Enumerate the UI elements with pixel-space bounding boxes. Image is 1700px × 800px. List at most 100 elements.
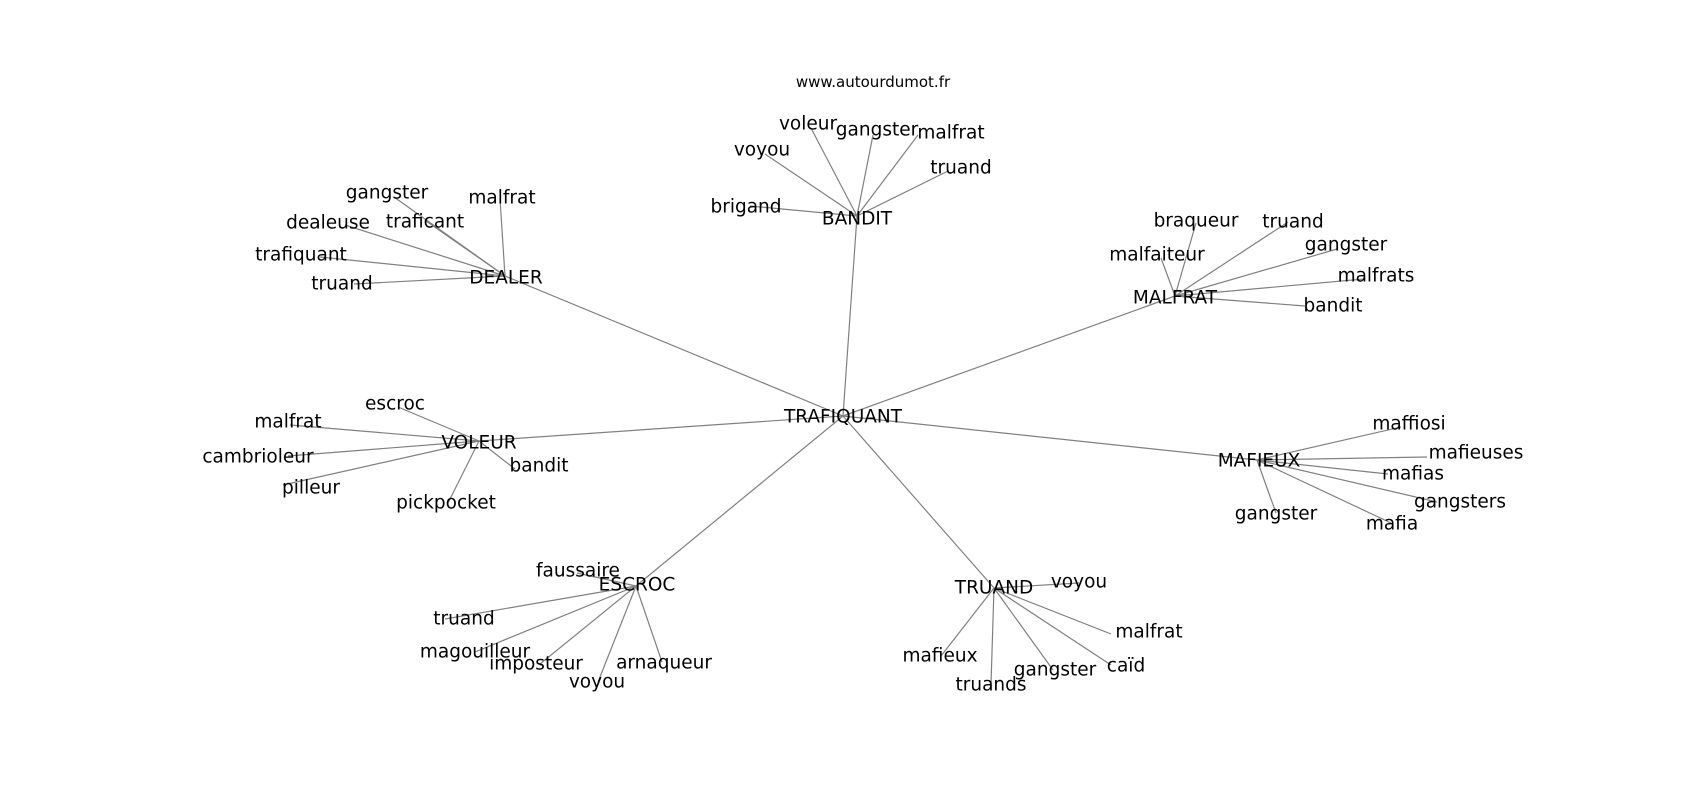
edge-mafieux-3 (1256, 459, 1438, 503)
leaf-node-label[interactable]: mafia (1366, 514, 1418, 535)
edge-voleur-5 (447, 440, 480, 504)
edge-dealer-4 (319, 256, 506, 277)
leaf-node-label[interactable]: malfrat (468, 188, 535, 209)
leaf-node-label[interactable]: malfrat (1115, 622, 1182, 643)
edge-dealer-5 (353, 275, 506, 285)
edge-truand-0 (993, 582, 1080, 589)
edge-bandit-1 (856, 134, 874, 217)
edge-voleur-3 (478, 440, 516, 470)
edge-root-bandit (842, 215, 858, 417)
edge-mafieux-4 (1256, 459, 1277, 514)
leaf-node-label[interactable]: gangster (1014, 660, 1097, 681)
leaf-node-label[interactable]: mafieuses (1429, 443, 1524, 464)
edge-dealer-3 (344, 224, 506, 277)
watermark[interactable]: www.autourdumot.fr (796, 73, 951, 91)
edge-dealer-1 (499, 198, 506, 277)
hub-node-label[interactable]: TRUAND (954, 578, 1033, 599)
leaf-node-label[interactable]: mafias (1382, 464, 1444, 485)
hub-node-label[interactable]: MALFRAT (1133, 288, 1218, 309)
leaf-node-label[interactable]: truand (1262, 212, 1323, 233)
edge-truand-5 (990, 587, 995, 685)
edge-escroc-4 (635, 585, 663, 663)
edge-bandit-5 (749, 205, 858, 217)
leaf-node-label[interactable]: braqueur (1154, 211, 1239, 232)
leaf-node-label[interactable]: gangster (1305, 235, 1388, 256)
leaf-node-label[interactable]: malfrat (917, 123, 984, 144)
edge-truand-2 (940, 587, 995, 657)
leaf-node-label[interactable]: malfrat (254, 412, 321, 433)
edge-root-truand (842, 415, 995, 589)
hub-node-label[interactable]: VOLEUR (441, 433, 516, 454)
leaf-node-label[interactable]: caïd (1107, 656, 1145, 677)
leaf-node-label[interactable]: bandit (1304, 296, 1363, 317)
edge-mafieux-0 (1256, 426, 1402, 461)
edge-bandit-4 (856, 170, 949, 217)
edge-root-voleur (478, 415, 844, 442)
leaf-node-label[interactable]: pickpocket (396, 493, 496, 514)
leaf-node-label[interactable]: trafiquant (255, 245, 347, 266)
edge-dealer-2 (425, 220, 506, 277)
leaf-node-label[interactable]: truand (433, 609, 494, 630)
hub-node-label[interactable]: MAFIEUX (1218, 451, 1301, 472)
edge-root-escroc (635, 415, 844, 587)
leaf-node-label[interactable]: escroc (365, 394, 425, 415)
leaf-node-label[interactable]: dealeuse (286, 213, 370, 234)
edge-voleur-0 (397, 406, 480, 442)
leaf-node-label[interactable]: pilleur (282, 478, 340, 499)
root-node-label[interactable]: TRAFIQUANT (783, 407, 903, 428)
edge-truand-1 (993, 587, 1112, 635)
hub-node-label[interactable]: ESCROC (599, 575, 676, 596)
edge-voleur-1 (289, 424, 480, 442)
edge-malfrat-3 (1160, 257, 1176, 297)
edge-truand-4 (993, 587, 1112, 666)
graph-edges (282, 129, 1438, 685)
edge-malfrat-5 (1174, 295, 1306, 307)
leaf-node-label[interactable]: arnaqueur (616, 653, 712, 674)
leaf-node-label[interactable]: gangster (346, 183, 429, 204)
edge-escroc-0 (576, 572, 637, 587)
leaf-node-label[interactable]: malfaiteur (1109, 245, 1205, 266)
edge-voleur-4 (282, 440, 480, 486)
edge-mafieux-2 (1256, 459, 1389, 475)
edge-mafieux-1 (1256, 456, 1428, 461)
edge-truand-3 (993, 587, 1054, 671)
leaf-node-label[interactable]: gangster (836, 120, 919, 141)
edge-bandit-3 (764, 153, 858, 217)
edge-escroc-2 (474, 585, 637, 653)
edge-malfrat-4 (1174, 278, 1365, 297)
leaf-node-label[interactable]: bandit (510, 456, 569, 477)
leaf-node-label[interactable]: cambrioleur (202, 447, 314, 468)
leaf-node-label[interactable]: faussaire (536, 561, 620, 582)
leaf-node-label[interactable]: voyou (569, 672, 625, 693)
edge-escroc-1 (444, 585, 637, 620)
hub-node-label[interactable]: BANDIT (822, 209, 893, 230)
leaf-node-label[interactable]: malfrats (1338, 266, 1415, 287)
edge-escroc-5 (597, 585, 637, 683)
leaf-node-label[interactable]: gangster (1235, 504, 1318, 525)
leaf-node-label[interactable]: magouilleur (420, 642, 531, 663)
edge-malfrat-2 (1174, 248, 1338, 297)
leaf-node-label[interactable]: imposteur (489, 654, 583, 675)
hub-node-label[interactable]: DEALER (469, 268, 543, 289)
leaf-node-label[interactable]: voleur (779, 114, 838, 135)
leaf-node-label[interactable]: mafieux (902, 646, 977, 667)
edge-root-dealer (504, 275, 844, 417)
leaf-node-label[interactable]: gangsters (1414, 492, 1506, 513)
leaf-node-label[interactable]: voyou (1051, 572, 1107, 593)
edge-root-mafieux (842, 415, 1258, 461)
leaf-node-label[interactable]: truand (930, 158, 991, 179)
edge-escroc-3 (539, 585, 637, 665)
edge-bandit-0 (811, 129, 858, 217)
leaf-node-label[interactable]: traficant (386, 212, 464, 233)
leaf-node-label[interactable]: voyou (734, 140, 790, 161)
edge-voleur-2 (287, 440, 480, 457)
leaf-node-label[interactable]: truand (311, 274, 372, 295)
leaf-node-label[interactable]: maffiosi (1372, 414, 1445, 435)
edge-bandit-2 (856, 134, 919, 217)
leaf-node-label[interactable]: truands (955, 675, 1026, 696)
edge-mafieux-5 (1256, 459, 1392, 524)
leaf-node-label[interactable]: brigand (710, 197, 781, 218)
edge-root-malfrat (842, 295, 1176, 417)
